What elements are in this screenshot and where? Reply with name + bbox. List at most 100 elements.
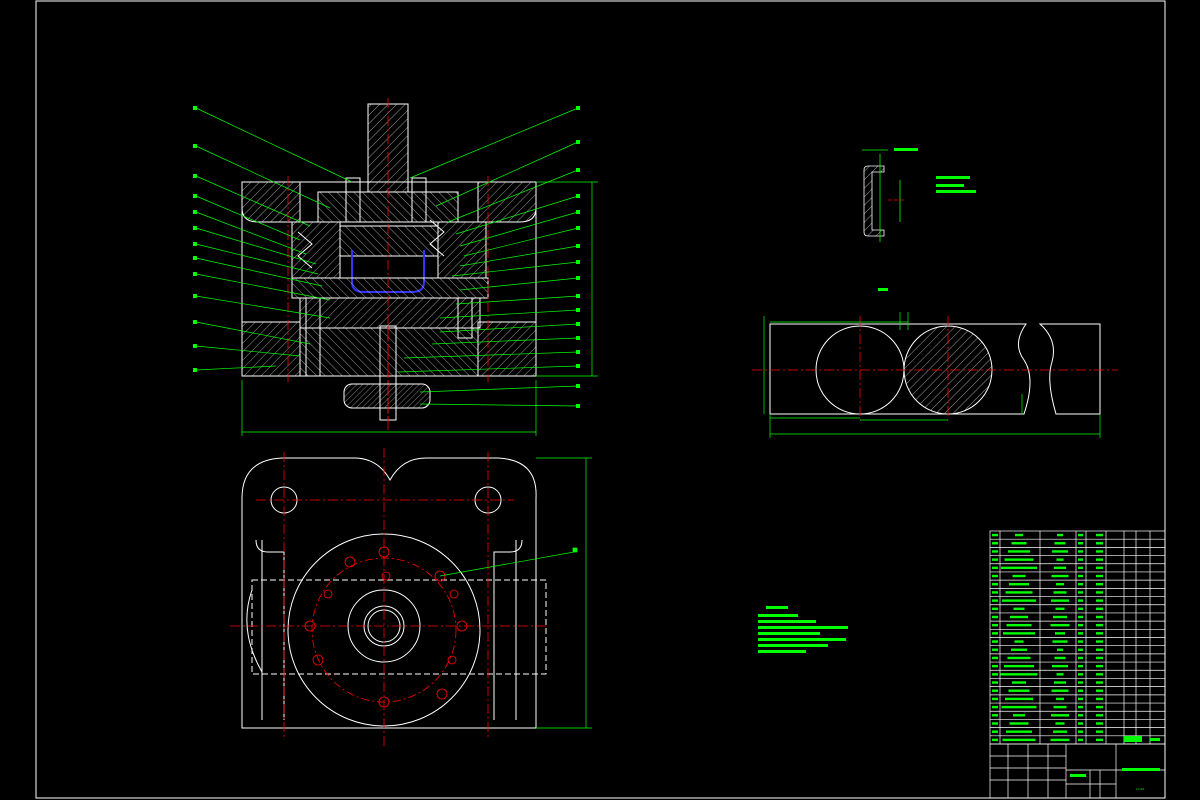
bom-cell-text	[1078, 566, 1083, 570]
strip-dimensions	[763, 312, 1101, 438]
bom-cell-text	[1051, 599, 1069, 602]
bom-cell-text	[1078, 722, 1083, 725]
bom-cell-text	[992, 533, 998, 537]
bom-cell-text	[1078, 623, 1083, 627]
rubber-pad	[343, 383, 431, 409]
plan-view	[241, 457, 547, 729]
drawing-border	[35, 0, 1166, 799]
bom-cell-text	[992, 689, 998, 692]
bom-cell-text	[1052, 550, 1068, 553]
bom-cell-text	[992, 574, 998, 578]
bom-cell-text	[1096, 583, 1103, 586]
bom-cell-text	[1050, 738, 1070, 742]
bom-cell-text	[1014, 640, 1024, 643]
bom-cell-text	[1096, 722, 1103, 725]
bom-cell-text	[1078, 673, 1083, 676]
bom-cell-text	[1008, 689, 1030, 692]
bom-cell-text	[1009, 722, 1029, 725]
bom-cell-text	[1078, 591, 1083, 594]
bom-cell-text	[1078, 681, 1083, 684]
strip-layout	[769, 323, 1101, 415]
bom-cell-text	[992, 615, 998, 619]
bom-cell-text	[1053, 591, 1067, 594]
bom-cell-text	[1078, 697, 1083, 701]
bom-cell-text	[1078, 640, 1083, 643]
bom-cell-text	[992, 648, 998, 651]
bom-cell-text	[1053, 615, 1067, 619]
bom-cell-text	[992, 738, 998, 742]
bolt-a	[345, 177, 361, 223]
bill-of-materials	[989, 530, 1166, 745]
title-block	[989, 743, 1166, 799]
bom-cell-text	[1050, 623, 1070, 627]
bom-cell-text	[1054, 542, 1066, 545]
bom-cell-text	[1057, 533, 1063, 537]
part-detail-notes	[894, 148, 976, 193]
bom-cell-text	[992, 697, 998, 701]
bom-cell-text	[992, 722, 998, 725]
strip-outline	[769, 323, 1031, 415]
bom-cell-text	[1096, 599, 1103, 602]
bom-cell-text	[1078, 648, 1083, 651]
bom-cell-text	[1078, 632, 1083, 635]
bom-cell-text	[1096, 533, 1103, 537]
upper-die-plate	[241, 181, 301, 223]
bom-cell-text	[1055, 632, 1065, 635]
punch-holder-right	[437, 221, 487, 279]
part-detail	[862, 149, 904, 242]
bom-cell-text	[1096, 656, 1103, 660]
bom-cell-text	[1078, 705, 1083, 709]
bom-cell-text	[992, 640, 998, 643]
bom-cell-text	[992, 673, 998, 676]
bom-cell-text	[1096, 730, 1103, 733]
bom-cell-text	[1096, 615, 1103, 619]
bom-cell-text	[1096, 738, 1103, 742]
bom-cell-text	[1055, 607, 1065, 610]
bom-cell-text	[992, 623, 998, 627]
bom-cell-text	[1013, 607, 1025, 610]
bom-cell-text	[1078, 550, 1083, 553]
bom-cell-text	[1004, 664, 1034, 668]
bom-cell-text	[1010, 615, 1028, 619]
title-block-text: LL-00	[1070, 736, 1160, 791]
bom-cell-text	[1078, 607, 1083, 610]
bom-cell-text	[1005, 697, 1033, 701]
spring-left	[297, 231, 313, 269]
bom-cell-text	[992, 705, 998, 709]
bom-cell-text	[1054, 656, 1066, 660]
bom-cell-text	[1078, 689, 1083, 692]
bom-cell-text	[1001, 566, 1037, 570]
bom-cell-text	[992, 632, 998, 635]
bom-cell-text	[992, 558, 998, 561]
guide-post-right	[457, 297, 473, 339]
bom-cell-text	[992, 591, 998, 594]
guide-post-left	[305, 297, 321, 377]
upper-die-plate-right	[477, 181, 537, 223]
bom-cell-text	[1096, 591, 1103, 594]
bom-cell-text	[1096, 574, 1103, 578]
bom-cell-text	[1057, 648, 1063, 651]
bom-cell-text	[1009, 583, 1029, 586]
bom-cell-text	[1007, 656, 1031, 660]
section-centerlines	[287, 98, 489, 430]
bom-cell-text	[1008, 550, 1030, 553]
bom-cell-text	[1011, 648, 1027, 651]
bom-cell-text	[1096, 542, 1103, 545]
drawing-code: LL-00	[1136, 787, 1144, 791]
bom-cell-text	[1002, 738, 1036, 742]
die-block	[299, 297, 481, 329]
spring-right	[429, 219, 445, 257]
bom-cell-text	[1054, 566, 1066, 570]
bom-cell-text	[1096, 607, 1103, 610]
bom-cell-text	[1002, 599, 1036, 602]
bom-cell-text	[992, 599, 998, 602]
bom-cell-text	[1096, 681, 1103, 684]
bom-cell-text	[992, 681, 998, 684]
bom-cell-text	[992, 566, 998, 570]
bom-cell-text	[1078, 542, 1083, 545]
bom-cell-text	[1096, 697, 1103, 701]
bom-cell-text	[1051, 574, 1069, 578]
bom-cell-text	[1078, 738, 1083, 742]
bom-cell-text	[1005, 591, 1033, 594]
